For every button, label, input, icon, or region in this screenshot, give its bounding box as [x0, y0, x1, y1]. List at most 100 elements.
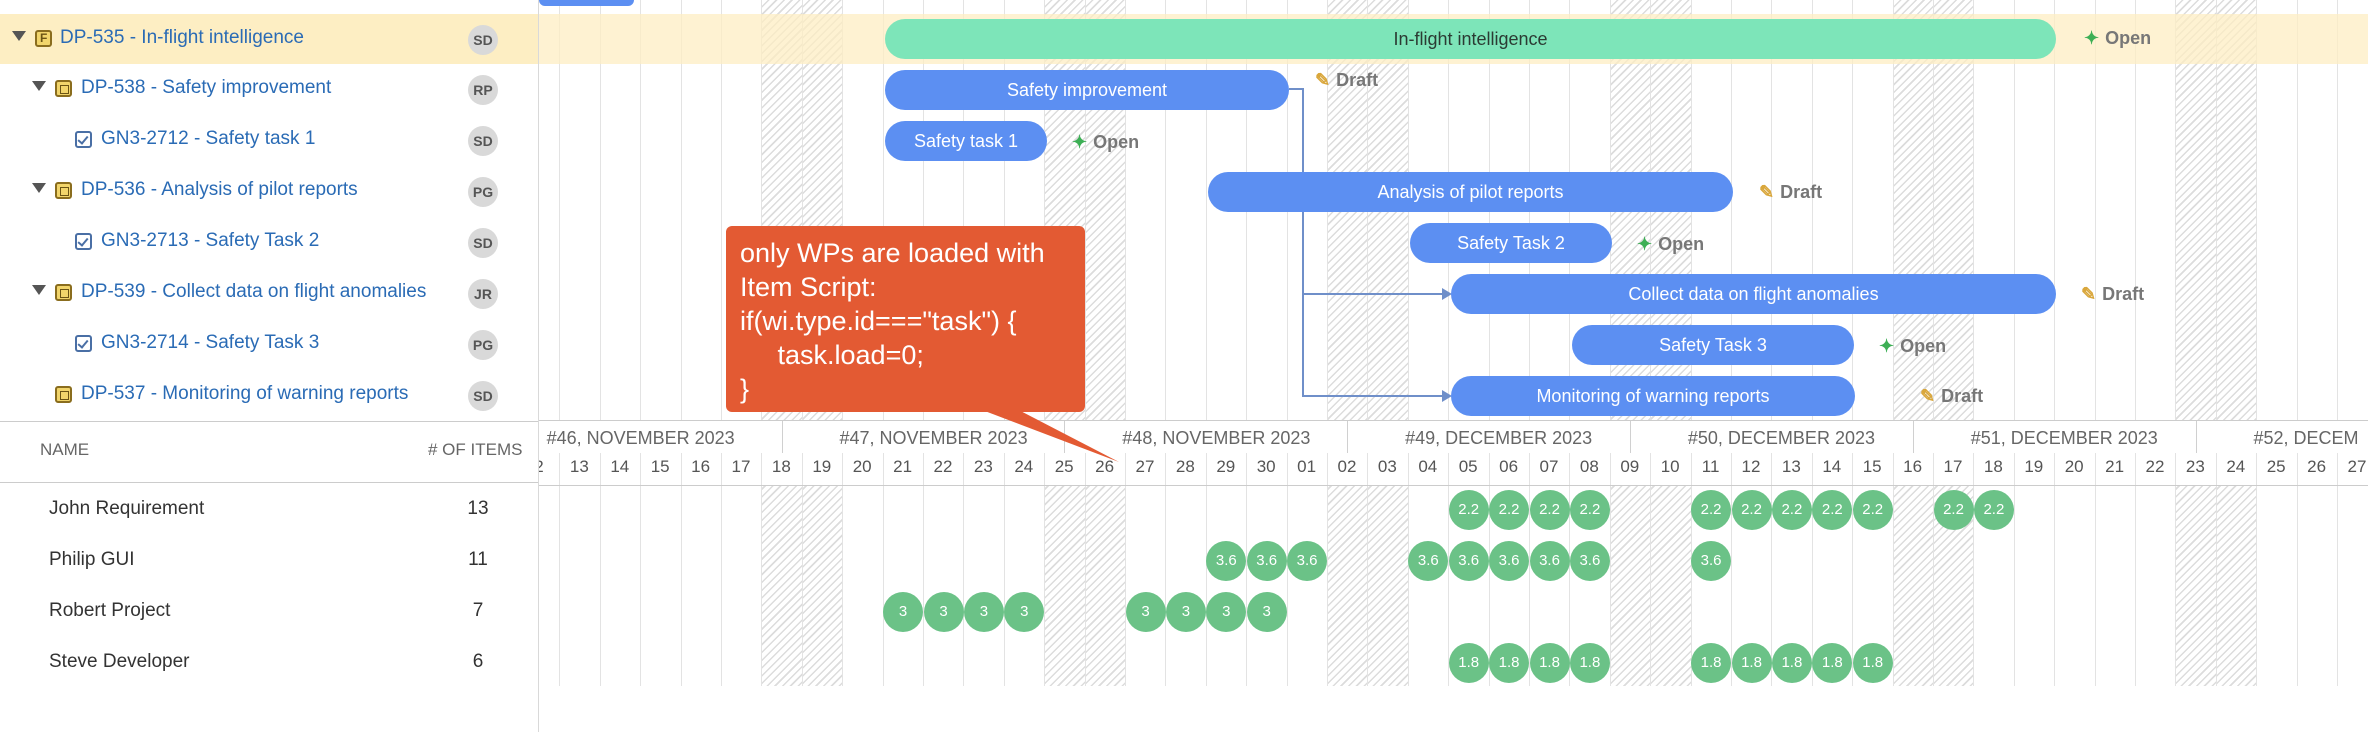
resource-row[interactable]: Steve Developer 6: [0, 638, 538, 688]
tree-row-gn3-2713[interactable]: GN3-2713 - Safety Task 2 SD: [0, 217, 538, 267]
load-indicator[interactable]: 3: [1125, 592, 1166, 632]
day-column: [1246, 0, 1286, 686]
load-indicator[interactable]: 3.6: [1408, 541, 1449, 581]
day-separator: [1731, 453, 1732, 485]
day-separator: [559, 453, 561, 485]
day-label: 20: [852, 457, 872, 476]
day-separator: [1892, 453, 1894, 485]
day-separator: [1771, 453, 1773, 485]
load-indicator[interactable]: 3.6: [1529, 541, 1570, 581]
avatar: SD: [468, 381, 498, 411]
load-indicator[interactable]: 3: [1206, 592, 1247, 632]
day-label: 18: [771, 457, 791, 476]
load-indicator[interactable]: 3.6: [1448, 541, 1489, 581]
load-indicator[interactable]: 1.8: [1489, 643, 1530, 683]
load-indicator[interactable]: 1.8: [1852, 643, 1893, 683]
tree-item-label[interactable]: GN3-2714 - Safety Task 3: [101, 332, 320, 353]
day-column: [721, 0, 761, 686]
bar-safety-task-1[interactable]: Safety task 1: [885, 121, 1047, 161]
load-indicator[interactable]: 3: [963, 592, 1004, 632]
tree-row-gn3-2714[interactable]: GN3-2714 - Safety Task 3 PG: [0, 319, 538, 369]
avatar: SD: [468, 228, 498, 258]
gantt-chart[interactable]: In-flight intelligence ✦Open Safety impr…: [539, 0, 2368, 732]
load-indicator[interactable]: 1.8: [1691, 643, 1732, 683]
callout-line: if(wi.type.id==="task") {: [740, 306, 1017, 336]
load-indicator[interactable]: 1.8: [1731, 643, 1772, 683]
bar-in-flight-intelligence[interactable]: In-flight intelligence: [885, 19, 2056, 59]
tree-item-label[interactable]: DP-535 - In-flight intelligence: [60, 27, 304, 48]
bar-safety-task-2[interactable]: Safety Task 2: [1410, 223, 1612, 263]
resource-row[interactable]: Philip GUI 11: [0, 536, 538, 586]
tree-row-dp-539[interactable]: DP-539 - Collect data on flight anomalie…: [0, 268, 538, 318]
load-indicator[interactable]: 3.6: [1246, 541, 1287, 581]
week-separator: [1629, 421, 1631, 453]
items-column-header[interactable]: # OF ITEMS: [428, 440, 523, 459]
load-indicator[interactable]: 2.2: [1448, 490, 1489, 530]
status-label: Draft: [2102, 284, 2145, 304]
load-indicator[interactable]: 3.6: [1691, 541, 1732, 581]
load-indicator[interactable]: 2.2: [1933, 490, 1974, 530]
pencil-icon: ✎: [2081, 284, 2097, 304]
load-indicator[interactable]: 3: [883, 592, 924, 632]
load-indicator[interactable]: 3.6: [1489, 541, 1530, 581]
annotation-callout: only WPs are loaded with Item Script: if…: [726, 226, 1085, 412]
day-label: 19: [812, 457, 832, 476]
resource-row[interactable]: Robert Project 7: [0, 587, 538, 637]
tree-item-label[interactable]: GN3-2712 - Safety task 1: [101, 128, 316, 149]
load-indicator[interactable]: 1.8: [1448, 643, 1489, 683]
load-indicator[interactable]: 2.2: [1771, 490, 1812, 530]
load-indicator[interactable]: 2.2: [1569, 490, 1610, 530]
collapse-arrow-icon[interactable]: [32, 81, 46, 91]
bar-monitoring-of-warning-reports[interactable]: Monitoring of warning reports: [1451, 376, 1855, 416]
load-indicator[interactable]: 1.8: [1771, 643, 1812, 683]
load-indicator[interactable]: 2.2: [1731, 490, 1772, 530]
day-label: 30: [1256, 457, 1276, 476]
load-indicator[interactable]: 3: [1246, 592, 1287, 632]
load-indicator[interactable]: 3.6: [1287, 541, 1328, 581]
scrolled-bar-fragment: [539, 0, 634, 6]
load-indicator[interactable]: 2.2: [1529, 490, 1570, 530]
tree-item-label[interactable]: DP-538 - Safety improvement: [81, 77, 332, 98]
bar-analysis-of-pilot-reports[interactable]: Analysis of pilot reports: [1208, 172, 1733, 212]
pencil-icon: ✎: [1759, 182, 1775, 202]
day-separator: [842, 453, 844, 485]
day-separator: [1448, 453, 1450, 485]
week-label: #48, NOVEMBER 2023: [1122, 428, 1311, 448]
collapse-arrow-icon[interactable]: [12, 31, 26, 41]
load-indicator[interactable]: 1.8: [1569, 643, 1610, 683]
day-label: 19: [2024, 457, 2044, 476]
tree-item-label[interactable]: GN3-2713 - Safety Task 2: [101, 230, 320, 251]
load-indicator[interactable]: 3.6: [1569, 541, 1610, 581]
load-indicator[interactable]: 2.2: [1973, 490, 2014, 530]
load-indicator[interactable]: 2.2: [1489, 490, 1530, 530]
week-label: #51, DECEMBER 2023: [1970, 428, 2158, 448]
load-indicator[interactable]: 3: [1165, 592, 1206, 632]
load-indicator[interactable]: 3.6: [1206, 541, 1247, 581]
tree-item-label[interactable]: DP-536 - Analysis of pilot reports: [81, 179, 358, 200]
tree-row-dp-537[interactable]: DP-537 - Monitoring of warning reports S…: [0, 370, 538, 420]
day-label: 15: [650, 457, 670, 476]
tree-row-dp-538[interactable]: DP-538 - Safety improvement RP: [0, 64, 538, 114]
tree-row-dp-535[interactable]: DP-535 - In-flight intelligence SD: [0, 14, 538, 64]
load-indicator[interactable]: 1.8: [1529, 643, 1570, 683]
load-indicator[interactable]: 2.2: [1691, 490, 1732, 530]
day-label: 17: [731, 457, 751, 476]
collapse-arrow-icon[interactable]: [32, 285, 46, 295]
collapse-arrow-icon[interactable]: [32, 183, 46, 193]
tree-row-gn3-2712[interactable]: GN3-2712 - Safety task 1 SD: [0, 115, 538, 165]
load-indicator[interactable]: 3: [1004, 592, 1045, 632]
tree-item-label[interactable]: DP-539 - Collect data on flight anomalie…: [81, 281, 427, 302]
load-indicator[interactable]: 2.2: [1812, 490, 1853, 530]
bar-safety-improvement[interactable]: Safety improvement: [885, 70, 1289, 110]
resource-name: Philip GUI: [49, 549, 135, 570]
bar-collect-data-on-flight-anomalies[interactable]: Collect data on flight anomalies: [1451, 274, 2056, 314]
load-indicator[interactable]: 3: [923, 592, 964, 632]
load-indicator[interactable]: 2.2: [1852, 490, 1893, 530]
tree-row-dp-536[interactable]: DP-536 - Analysis of pilot reports PG: [0, 166, 538, 216]
resource-row[interactable]: John Requirement 13: [0, 485, 538, 535]
name-column-header[interactable]: NAME: [40, 440, 90, 459]
bar-safety-task-3[interactable]: Safety Task 3: [1572, 325, 1854, 365]
load-indicator[interactable]: 1.8: [1812, 643, 1853, 683]
day-label: 02: [1337, 457, 1357, 476]
tree-item-label[interactable]: DP-537 - Monitoring of warning reports: [81, 383, 409, 404]
